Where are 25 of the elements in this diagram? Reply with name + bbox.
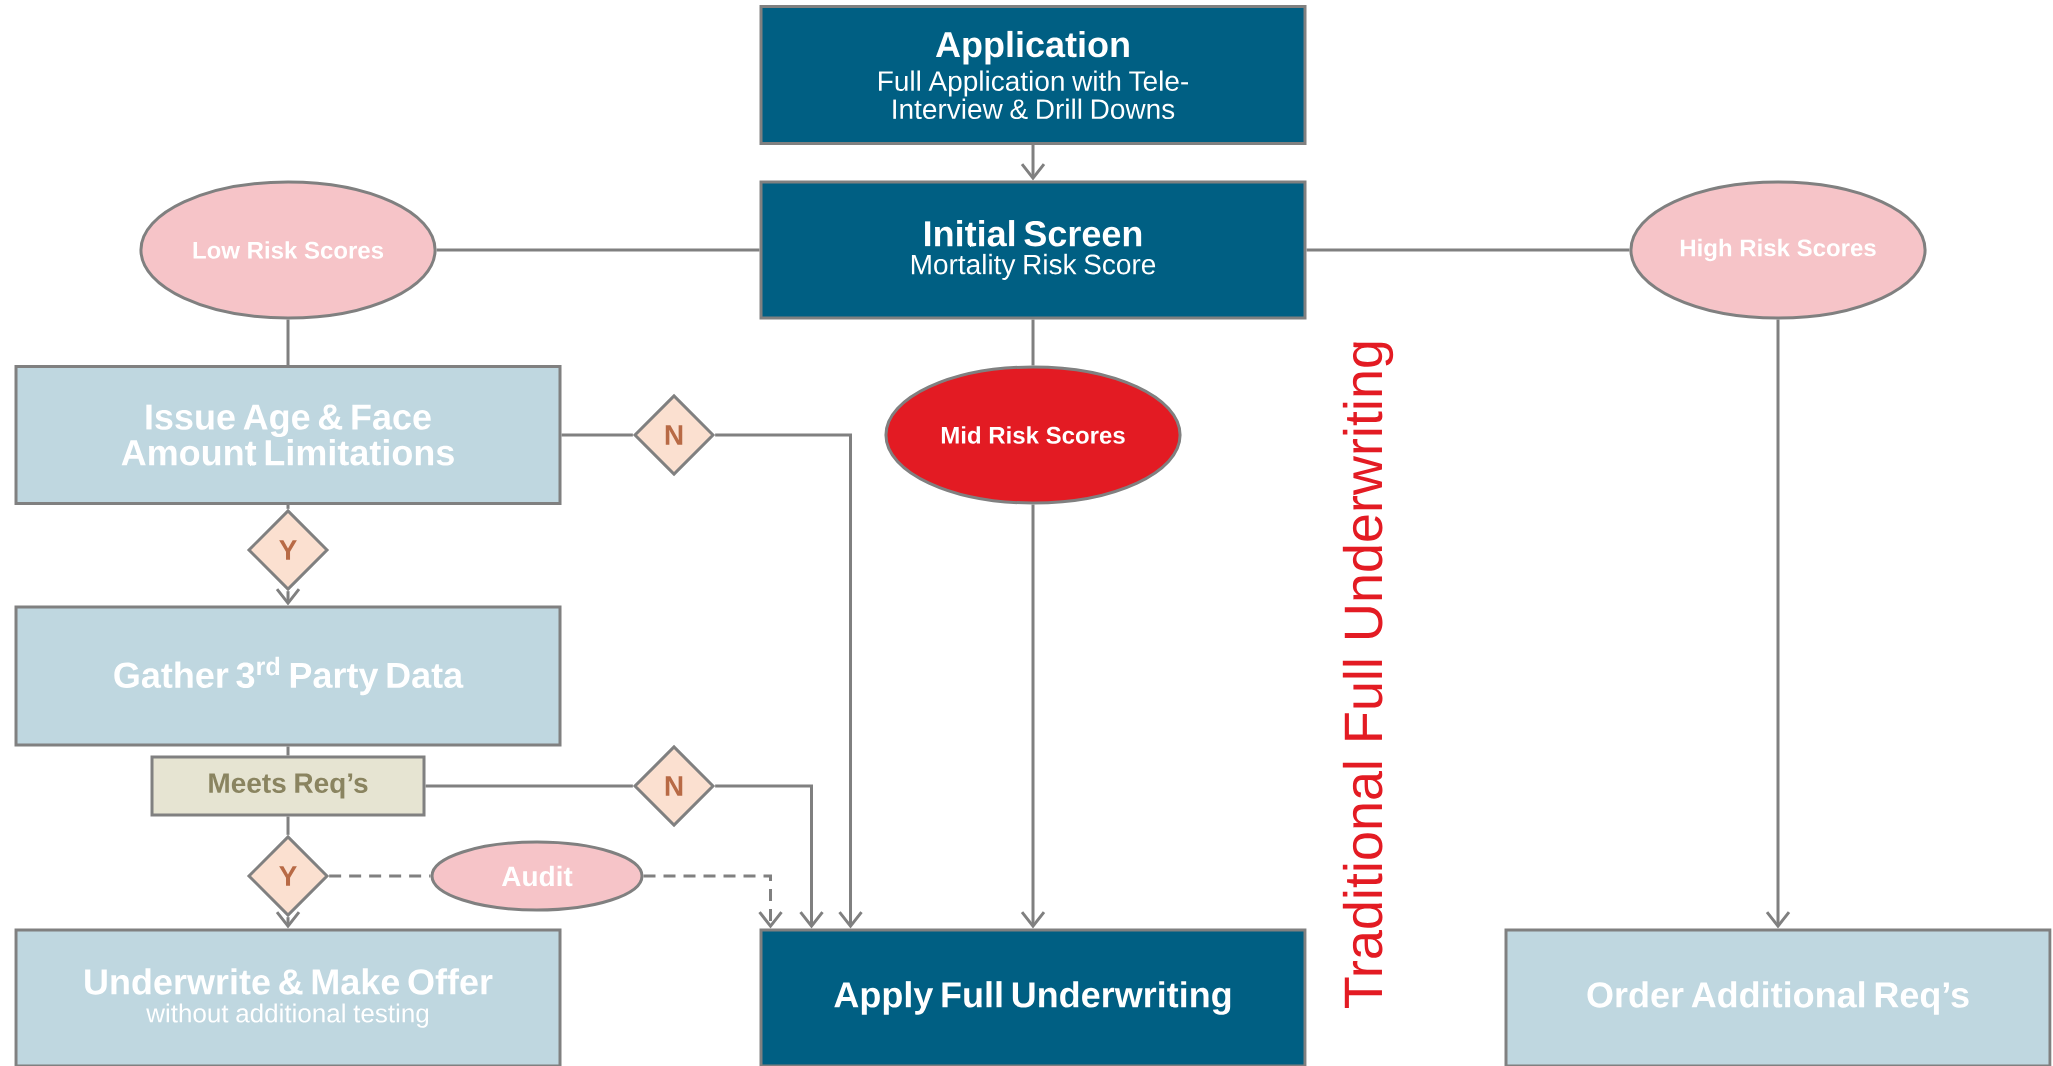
- connector-line: [329, 874, 431, 878]
- arrow: [1020, 504, 1046, 929]
- arrow: [1765, 319, 1791, 929]
- connector-line: [436, 248, 760, 252]
- connector-line: [286, 746, 290, 756]
- connector-line: [1031, 319, 1035, 366]
- process-box: Underwrite & Make Offer without additional testing: [14, 928, 562, 1066]
- process-box: Apply Full Underwriting: [759, 928, 1307, 1066]
- process-box: Application Full Application with Tele-Interview & Drill Downs: [759, 5, 1307, 145]
- connector-line: [561, 433, 633, 437]
- connector-line: [1306, 248, 1630, 252]
- process-box: Issue Age & Face Amount Limitations: [14, 365, 562, 505]
- connector-line: [425, 784, 633, 788]
- arrow: [643, 874, 783, 929]
- process-box: Initial Screen Mortality Risk Score: [759, 180, 1307, 320]
- arrow: [715, 433, 863, 929]
- connector-line: [286, 319, 290, 365]
- arrow: [715, 784, 824, 929]
- connector-line: [286, 505, 290, 509]
- connector-line: [286, 816, 290, 835]
- process-box: Gather 3$^{rd}$ Party Data: [14, 605, 562, 747]
- process-box: Order Additional Req’s: [1504, 928, 2052, 1066]
- arrow: [1020, 145, 1046, 181]
- process-box: Meets Req’s: [150, 755, 426, 817]
- vertical-label: Traditional Full Underwriting: [1342, 342, 1394, 1008]
